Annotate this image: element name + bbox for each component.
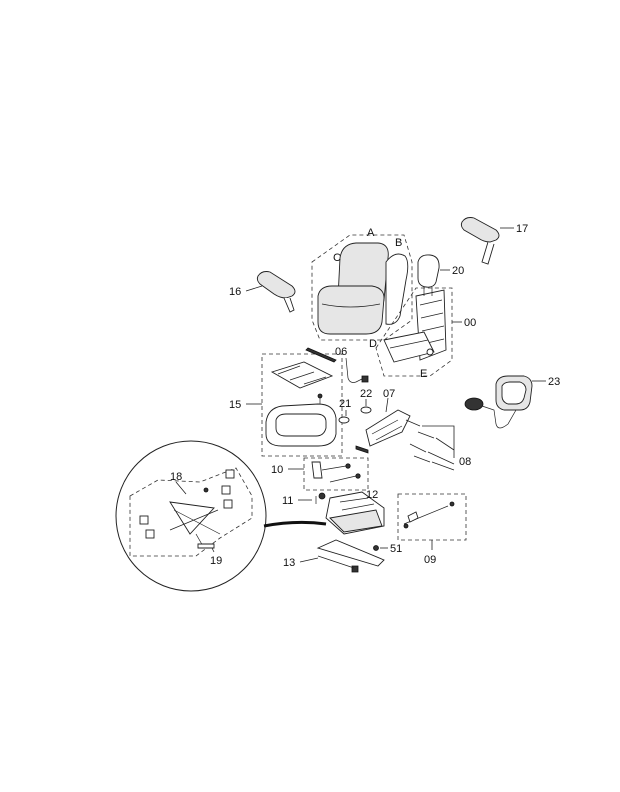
label-C: C (333, 252, 341, 264)
lumbar-pump-23 (464, 375, 533, 429)
label-B: B (395, 237, 402, 249)
screw-51 (373, 545, 379, 551)
label-00: 00 (464, 317, 476, 329)
label-12: 12 (366, 489, 378, 501)
label-A: A (367, 227, 375, 239)
knob-21 (338, 416, 350, 424)
armrest-left (256, 271, 296, 313)
label-17: 17 (516, 223, 528, 235)
springs-08 (405, 419, 435, 463)
label-18: 18 (170, 471, 182, 483)
label-10: 10 (271, 464, 283, 476)
label-06: 06 (335, 346, 347, 358)
label-16: 16 (229, 286, 241, 298)
parts-group-09 (397, 493, 467, 541)
label-51: 51 (390, 543, 402, 555)
label-09: 09 (424, 554, 436, 566)
cable-06 (345, 357, 369, 383)
label-21: 21 (339, 398, 351, 410)
knob-22 (360, 406, 372, 414)
label-13: 13 (283, 557, 295, 569)
label-07: 07 (383, 388, 395, 400)
rail-13 (316, 539, 385, 573)
label-20: 20 (452, 265, 464, 277)
armrest-right (460, 217, 500, 265)
adjuster-07 (355, 409, 411, 454)
seat-cushion-group (311, 234, 413, 341)
label-08: 08 (459, 456, 471, 468)
parts-group-10 (303, 457, 369, 491)
headrest (417, 254, 440, 296)
label-11: 11 (282, 495, 293, 507)
label-22: 22 (360, 388, 372, 400)
seat-frame-group (375, 287, 453, 377)
detail-inset (115, 440, 327, 592)
bolt-11 (315, 492, 326, 504)
suspension-12 (325, 491, 385, 535)
label-E: E (420, 368, 427, 380)
parts-group-15 (261, 347, 343, 457)
label-19: 19 (210, 555, 222, 567)
label-D: D (369, 338, 377, 350)
label-15: 15 (229, 399, 241, 411)
label-23: 23 (548, 376, 560, 388)
